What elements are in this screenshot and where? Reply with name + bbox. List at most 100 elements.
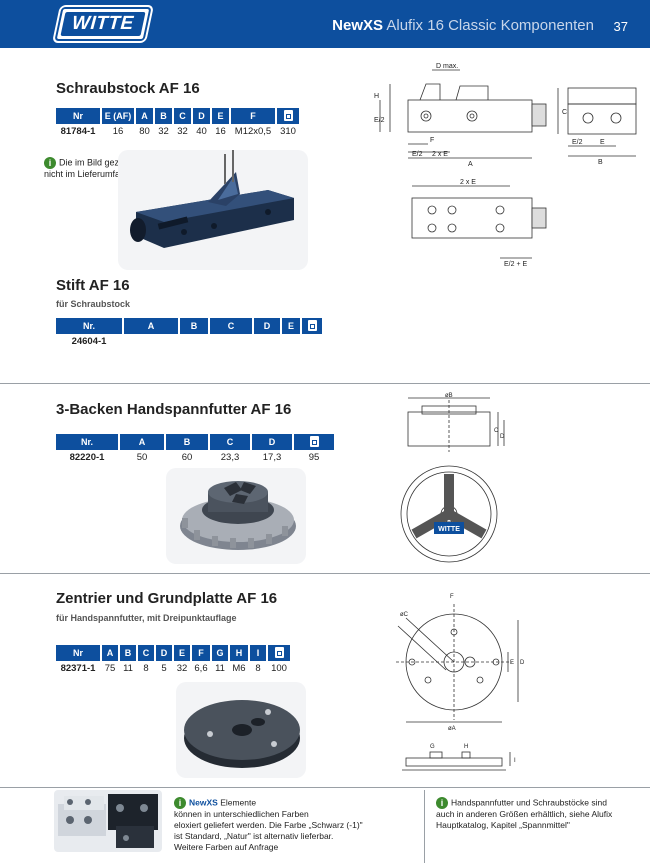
weight-column-header: [302, 318, 322, 333]
cell: 60: [166, 449, 208, 463]
col-header: C: [210, 318, 252, 333]
plate-photo: [176, 682, 306, 778]
svg-text:H: H: [374, 93, 379, 100]
col-header: G: [212, 645, 228, 660]
header-title: NewXS Alufix 16 Classic Komponenten: [332, 17, 594, 34]
cell: [254, 333, 280, 347]
col-header: B: [166, 434, 208, 449]
col-header: E: [282, 318, 300, 333]
cell: 50: [120, 449, 164, 463]
backen-title: 3-Backen Handspannfutter AF 16: [56, 401, 292, 418]
svg-text:2 x E: 2 x E: [432, 151, 448, 158]
stift-spec-table: Nr. A B C D E 24604-1: [54, 318, 324, 347]
article-number: 24604-1: [56, 333, 122, 347]
vise-technical-drawing: D max. A E/2 2 x E F C B E/2 E E/2 + E 2…: [374, 63, 637, 268]
weight-icon: [283, 110, 293, 122]
svg-text:G: G: [430, 744, 435, 750]
svg-text:øB: øB: [445, 393, 453, 399]
cell: 32: [155, 123, 172, 137]
svg-text:H: H: [464, 744, 468, 750]
svg-text:WITTE: WITTE: [438, 526, 460, 533]
weight-cell: 310: [277, 123, 299, 137]
footer-divider: [424, 790, 425, 863]
page-header: WITTE NewXS Alufix 16 Classic Komponente…: [0, 0, 650, 48]
col-header: Nr.: [56, 318, 122, 333]
svg-text:E/2 + E: E/2 + E: [504, 261, 527, 268]
chuck-photo: [166, 468, 306, 564]
cell: 8: [138, 660, 154, 674]
svg-text:E/2: E/2: [412, 151, 423, 158]
col-header: D: [193, 108, 210, 123]
cell: 11: [212, 660, 228, 674]
weight-column-header: [268, 645, 290, 660]
weight-cell: 100: [268, 660, 290, 674]
article-number: 82371-1: [56, 660, 100, 674]
schraubstock-title: Schraubstock AF 16: [56, 80, 200, 97]
col-header: B: [180, 318, 208, 333]
weight-icon: [274, 647, 284, 659]
newxs-elements-photo: [54, 790, 162, 852]
svg-text:E/2: E/2: [374, 117, 385, 124]
col-header: D: [156, 645, 172, 660]
schraubstock-spec-table: Nr E (AF) A B C D E F 81784-1 16 80 32 3…: [54, 108, 301, 137]
col-header: F: [231, 108, 275, 123]
cell: M6: [230, 660, 248, 674]
col-header: A: [124, 318, 178, 333]
weight-cell: [302, 333, 322, 347]
col-header: A: [136, 108, 153, 123]
info-icon: i: [44, 157, 56, 169]
cell: 32: [174, 123, 191, 137]
col-header: D: [254, 318, 280, 333]
article-number: 82220-1: [56, 449, 118, 463]
col-header: Nr.: [56, 434, 118, 449]
weight-icon: [309, 436, 319, 448]
header-title-rest: Alufix 16 Classic Komponenten: [386, 17, 594, 34]
col-header: H: [230, 645, 248, 660]
svg-text:øA: øA: [448, 726, 456, 732]
cell: 5: [156, 660, 172, 674]
cell: [180, 333, 208, 347]
backen-spec-table: Nr. A B C D 82220-1 50 60 23,3 17,3 95: [54, 434, 336, 463]
svg-text:D: D: [500, 434, 505, 440]
section-divider: [0, 383, 650, 384]
cell: M12x0,5: [231, 123, 275, 137]
section-divider: [0, 573, 650, 574]
svg-text:E: E: [510, 660, 514, 666]
cell: 80: [136, 123, 153, 137]
cell: 16: [102, 123, 134, 137]
col-header: E: [174, 645, 190, 660]
col-header: I: [250, 645, 266, 660]
col-header: E (AF): [102, 108, 134, 123]
info-icon: i: [436, 797, 448, 809]
cell: 17,3: [252, 449, 292, 463]
witte-logo: WITTE: [54, 7, 152, 41]
col-header: C: [210, 434, 250, 449]
cell: 11: [120, 660, 136, 674]
svg-text:F: F: [450, 594, 454, 600]
cell: 8: [250, 660, 266, 674]
col-header: A: [102, 645, 118, 660]
stift-title: Stift AF 16: [56, 277, 130, 294]
col-header: C: [138, 645, 154, 660]
cell: 32: [174, 660, 190, 674]
col-header: B: [120, 645, 136, 660]
cell: [124, 333, 178, 347]
cell: 75: [102, 660, 118, 674]
page-number: 37: [613, 19, 628, 34]
cell: 16: [212, 123, 229, 137]
zentrier-subtitle: für Handspannfutter, mit Dreipunktauflag…: [56, 613, 237, 623]
svg-text:D max.: D max.: [436, 63, 458, 70]
zentrier-title: Zentrier und Grundplatte AF 16: [56, 590, 278, 607]
weight-cell: 95: [294, 449, 334, 463]
svg-text:E/2: E/2: [572, 139, 583, 146]
col-header: E: [212, 108, 229, 123]
zentrier-spec-table: Nr A B C D E F G H I 82371-1 75 11 8 5 3…: [54, 645, 292, 674]
article-number: 81784-1: [56, 123, 100, 137]
vise-photo: [118, 150, 308, 270]
svg-text:øC: øC: [400, 612, 409, 618]
col-header: C: [174, 108, 191, 123]
cell: 6,6: [192, 660, 210, 674]
section-divider: [0, 787, 650, 788]
